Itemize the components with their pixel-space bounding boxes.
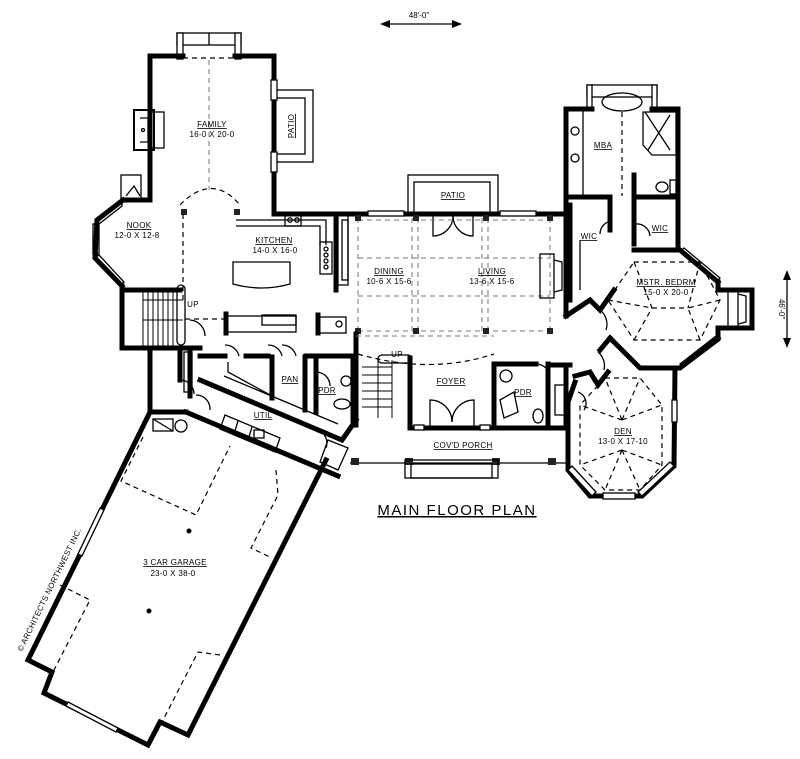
den-name: DEN <box>614 427 632 436</box>
covered-porch: COV'D PORCH <box>350 441 566 479</box>
foyer-name: FOYER <box>436 377 465 386</box>
master-bedroom-name: MSTR. BEDRM <box>636 278 695 287</box>
great-room: PATIO DINING 10-6 X 15-6 LIV <box>327 174 569 334</box>
master-bedroom-size: 15-0 X 20-0 <box>643 288 688 297</box>
nook-size: 12-0 X 12-8 <box>114 231 159 240</box>
width-dimension-label: 48'-0" <box>409 11 430 20</box>
kitchen-size: 14-0 X 16-0 <box>252 246 297 255</box>
den-size: 13-0 X 17-10 <box>598 437 648 446</box>
wic-left-name: WIC <box>581 232 597 241</box>
family-room: PATIO FAMILY 16-0 X 20-0 <box>120 32 314 217</box>
kitchen-name: KITCHEN <box>255 236 292 245</box>
rear-stair: UP <box>119 283 206 351</box>
nook-name: NOOK <box>127 221 152 230</box>
kitchen: KITCHEN 14-0 X 16-0 <box>185 211 347 336</box>
front-hall: PAN PDR UP FOYER <box>177 331 573 431</box>
family-name: FAMILY <box>197 120 227 129</box>
dining-size: 10-6 X 15-6 <box>366 277 411 286</box>
mba-name: MBA <box>594 141 613 150</box>
porch-name: COV'D PORCH <box>433 441 492 450</box>
den: DEN 13-0 X 17-10 <box>565 365 678 500</box>
garage-name: 3 CAR GARAGE <box>143 558 207 567</box>
plan-title: MAIN FLOOR PLAN <box>377 502 536 519</box>
master-bath: MBA WIC WIC <box>563 84 681 303</box>
living-name: LIVING <box>478 267 506 276</box>
copyright-text: © ARCHITECTS NORTHWEST INC. <box>16 527 84 653</box>
powder-right-name: PDR <box>514 388 532 397</box>
wic-right-name: WIC <box>652 224 668 233</box>
dining-name: DINING <box>374 267 404 276</box>
width-dimension: 48'-0" <box>380 11 462 28</box>
rear-stair-up-label: UP <box>187 300 199 309</box>
patio-family-label: PATIO <box>287 114 296 138</box>
depth-dimension-label: 46'-0" <box>777 299 786 320</box>
master-bedroom: MSTR. BEDRM 15-0 X 20-0 <box>562 247 755 371</box>
living-size: 13-6 X 15-6 <box>469 277 514 286</box>
front-stair-up-label: UP <box>391 350 403 359</box>
nook: NOOK 12-0 X 12-8 <box>92 174 184 300</box>
family-size: 16-0 X 20-0 <box>189 130 234 139</box>
patio-rear-label: PATIO <box>441 191 465 200</box>
utility: UTIL <box>147 375 360 480</box>
pantry-name: PAN <box>282 375 299 384</box>
depth-dimension: 46'-0" <box>777 270 791 348</box>
utility-name: UTIL <box>254 411 273 420</box>
powder-left-name: PDR <box>318 386 336 395</box>
garage: 3 CAR GARAGE 23-0 X 38-0 © ARCHITECTS NO… <box>16 408 330 749</box>
garage-size: 23-0 X 38-0 <box>150 569 195 578</box>
